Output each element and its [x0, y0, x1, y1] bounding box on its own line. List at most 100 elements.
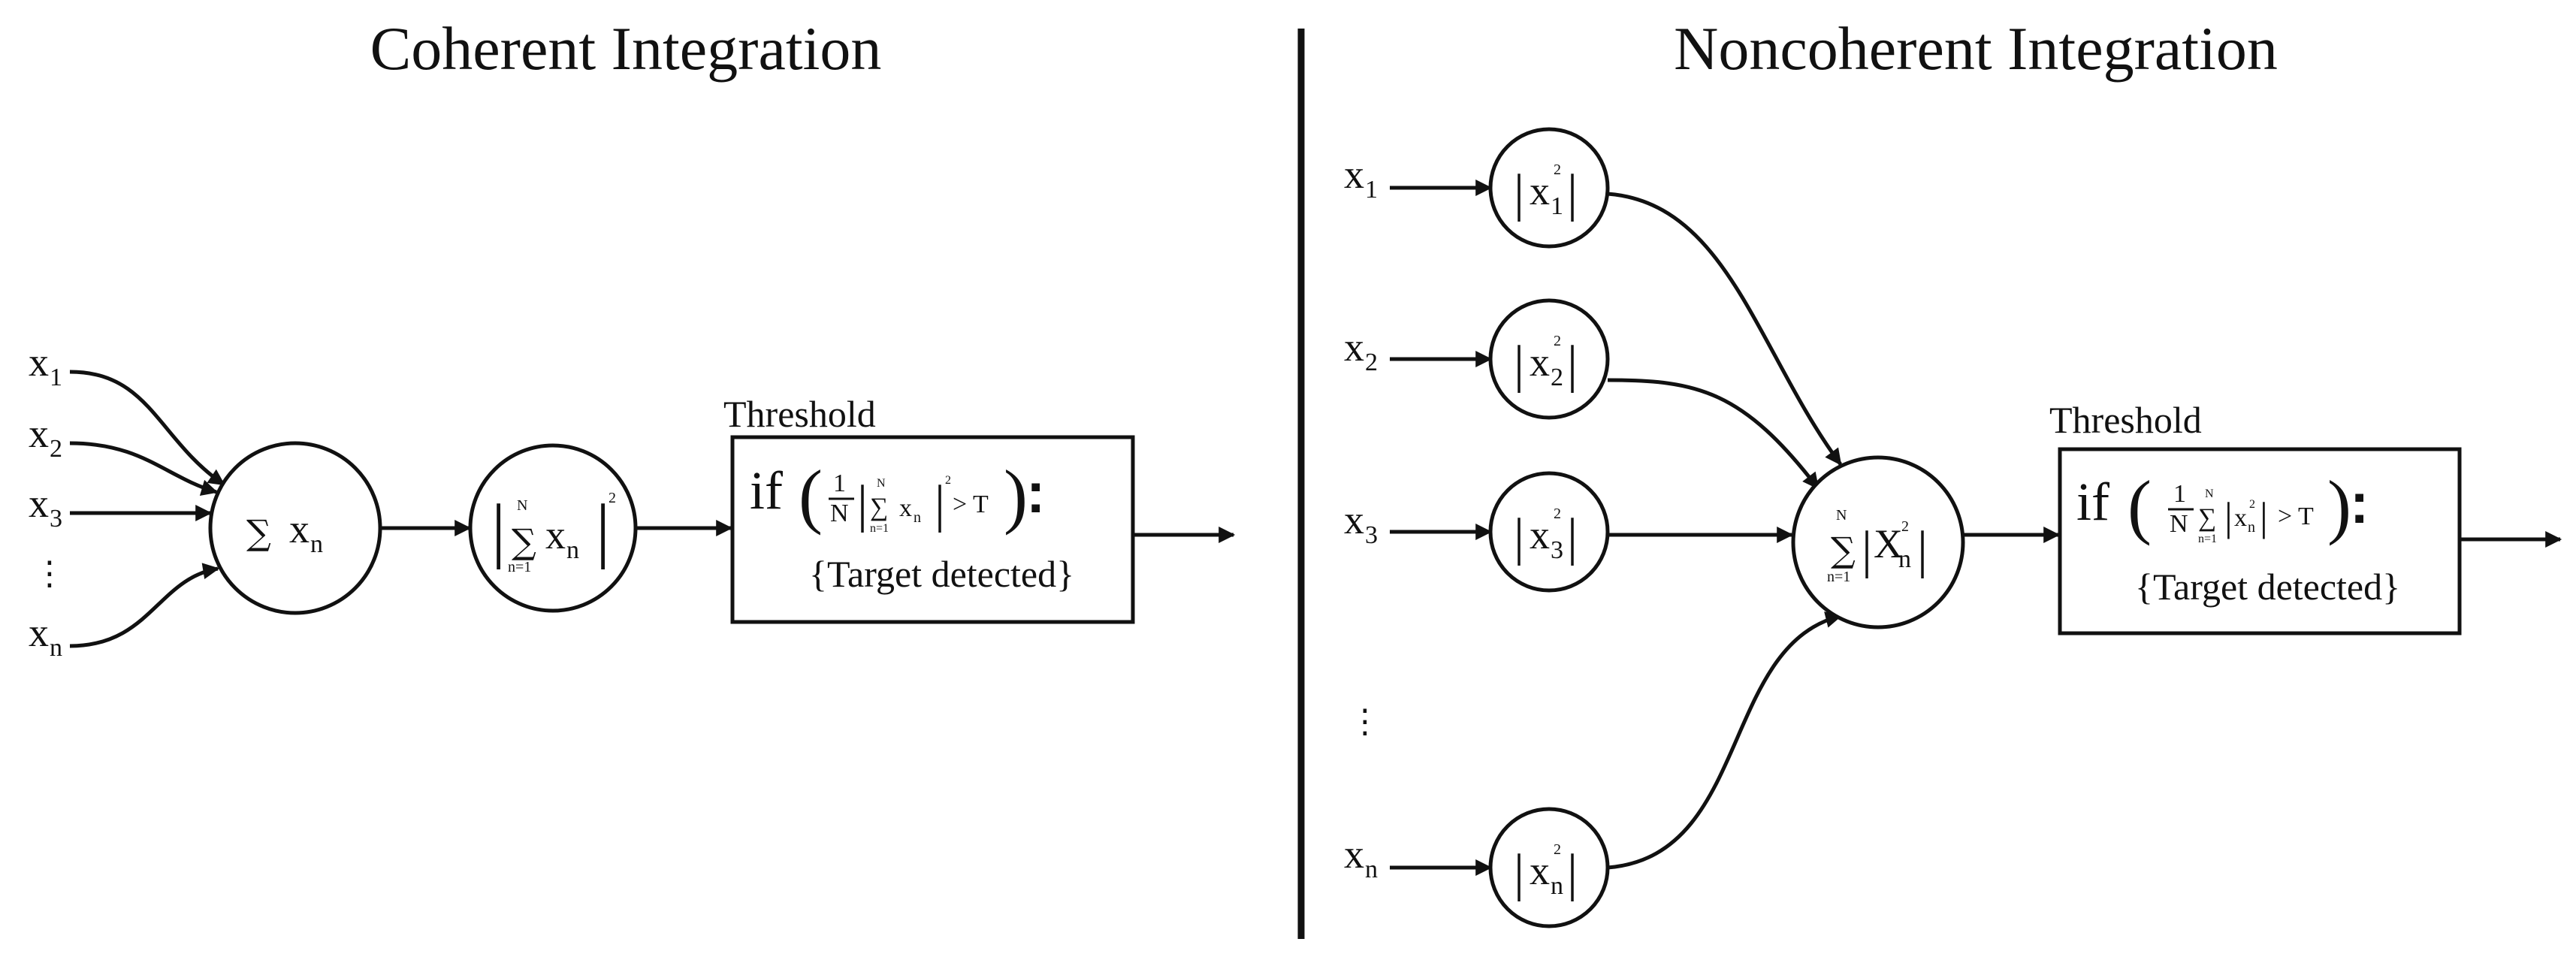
- input-var: x: [1344, 832, 1364, 877]
- sum-sub: n: [1898, 545, 1911, 573]
- abs-bar-right: |: [1567, 844, 1578, 902]
- open-paren: (: [799, 455, 823, 536]
- mag-sub: n: [566, 536, 579, 564]
- sum-upper-limit: N: [517, 497, 527, 514]
- sum-var: X: [1874, 521, 1903, 566]
- input-var: x: [1344, 325, 1364, 370]
- coherent-input-x2-arrow: [69, 441, 219, 496]
- if-keyword: if: [2076, 472, 2109, 532]
- coherent-vdots: ⋮: [33, 554, 66, 593]
- node-var: x: [1530, 512, 1550, 557]
- compare: > T: [2278, 503, 2314, 530]
- colon: :: [2350, 472, 2369, 536]
- squaren-to-sum-arrow: [1607, 611, 1843, 870]
- sigma-symbol: ∑: [246, 512, 271, 553]
- input-var: x: [29, 481, 49, 526]
- coherent-input-x1-arrow: [69, 370, 225, 487]
- sum-lower-limit: n=1: [2198, 533, 2217, 545]
- abs-bar-right: |: [935, 475, 945, 533]
- rule-sub: n: [2248, 519, 2255, 536]
- abs-bar-right: |: [1567, 165, 1578, 222]
- abs-bar-left: |: [1514, 844, 1524, 902]
- sum-lower-limit: n=1: [1827, 569, 1850, 585]
- abs-bar-left: |: [1514, 336, 1524, 394]
- square-node-3: | x 3 2 |: [1488, 471, 1610, 593]
- abs-bar-right: |: [1567, 509, 1578, 566]
- node-var: x: [1530, 168, 1550, 213]
- noncoherent-title: Noncoherent Integration: [1674, 14, 2278, 83]
- sum-power: 2: [1901, 518, 1909, 535]
- noncoherent-input-x3: x 3: [1344, 497, 1378, 549]
- node-sub: 3: [1551, 536, 1563, 564]
- square-node-2: | x 2 2 |: [1488, 298, 1610, 420]
- noncoherent-input-x1: x 1: [1344, 152, 1378, 204]
- node-sub: n: [1551, 872, 1563, 900]
- open-paren: (: [2128, 466, 2152, 546]
- square1-to-sum-arrow: [1607, 192, 1843, 466]
- input-var: x: [29, 610, 49, 655]
- noncoherent-input-xn: x n: [1344, 832, 1378, 883]
- sigma-symbol: ∑: [512, 521, 536, 562]
- input-var: x: [29, 411, 49, 456]
- node-sub: 2: [1551, 364, 1563, 391]
- power: 2: [945, 474, 951, 487]
- input-var: x: [1344, 497, 1364, 542]
- noncoherent-panel: Noncoherent Integration x 1 x 2 x 3 ⋮ x …: [1344, 14, 2562, 928]
- noncoherent-vdots: ⋮: [1348, 702, 1382, 741]
- coherent-input-x2: x 2: [29, 411, 62, 463]
- coherent-panel: Coherent Integration x 1 x 2 x 3 ⋮ x n ∑…: [29, 14, 1236, 662]
- abs-bar-left: |: [1514, 509, 1524, 566]
- sum-upper-limit: N: [877, 477, 886, 490]
- power: 2: [609, 490, 616, 506]
- frac-denominator: N: [2170, 510, 2188, 538]
- frac-numerator: 1: [2173, 480, 2186, 508]
- sigma-symbol: ∑: [2198, 504, 2216, 532]
- abs-bar-right: |: [2260, 494, 2268, 539]
- result-text: {Target detected}: [2135, 566, 2400, 608]
- abs-bar-right: |: [1917, 521, 1928, 579]
- coherent-input-xn-arrow: [69, 563, 220, 648]
- node-power: 2: [1554, 841, 1561, 858]
- node-sub: 1: [1551, 192, 1563, 220]
- node-power: 2: [1554, 162, 1561, 178]
- sigma-symbol: ∑: [870, 494, 888, 521]
- abs-bar-left: |: [2224, 494, 2233, 539]
- abs-bar-right: |: [596, 489, 610, 569]
- noncoherent-threshold-box: if ( 1 N ∑ N n=1 | x n 2 | > T ) : {Targ…: [2058, 447, 2462, 635]
- node-var: x: [1530, 340, 1550, 385]
- input-sub: 3: [1365, 521, 1378, 549]
- sum-upper-limit: N: [2205, 488, 2214, 500]
- close-paren: ): [2327, 466, 2351, 546]
- abs-bar-left: |: [857, 475, 868, 533]
- rule-sub: n: [914, 509, 921, 526]
- close-paren: ): [1004, 455, 1028, 536]
- noncoherent-sum-node: ∑ N n=1 | X n 2 |: [1791, 455, 1965, 629]
- coherent-threshold-label: Threshold: [723, 393, 876, 435]
- coherent-input-x1: x 1: [29, 340, 62, 391]
- input-var: x: [1344, 152, 1364, 197]
- coherent-sum-node: ∑ x n: [208, 441, 382, 615]
- input-sub: n: [50, 634, 62, 662]
- power: 2: [2249, 498, 2255, 511]
- abs-bar-left: |: [1862, 521, 1872, 579]
- mag-var: x: [545, 512, 566, 557]
- sum-upper-limit: N: [1836, 507, 1847, 524]
- input-sub: n: [1365, 856, 1378, 883]
- sum-var: x: [289, 506, 310, 551]
- sigma-symbol: ∑: [1831, 530, 1856, 570]
- noncoherent-threshold-label: Threshold: [2049, 399, 2202, 441]
- node-power: 2: [1554, 333, 1561, 349]
- input-sub: 1: [1365, 176, 1378, 204]
- coherent-magnitude-node: | ∑ N n=1 x n | 2: [468, 443, 638, 613]
- square-node-n: | x n 2 |: [1488, 807, 1610, 928]
- colon: :: [1026, 461, 1045, 525]
- abs-bar-right: |: [1567, 336, 1578, 394]
- abs-bar-left: |: [1514, 165, 1524, 222]
- frac-numerator: 1: [833, 469, 846, 497]
- input-sub: 2: [1365, 349, 1378, 376]
- sum-lower-limit: n=1: [870, 522, 889, 535]
- node-power: 2: [1554, 506, 1561, 522]
- coherent-input-x3: x 3: [29, 481, 62, 533]
- node-var: x: [1530, 848, 1550, 893]
